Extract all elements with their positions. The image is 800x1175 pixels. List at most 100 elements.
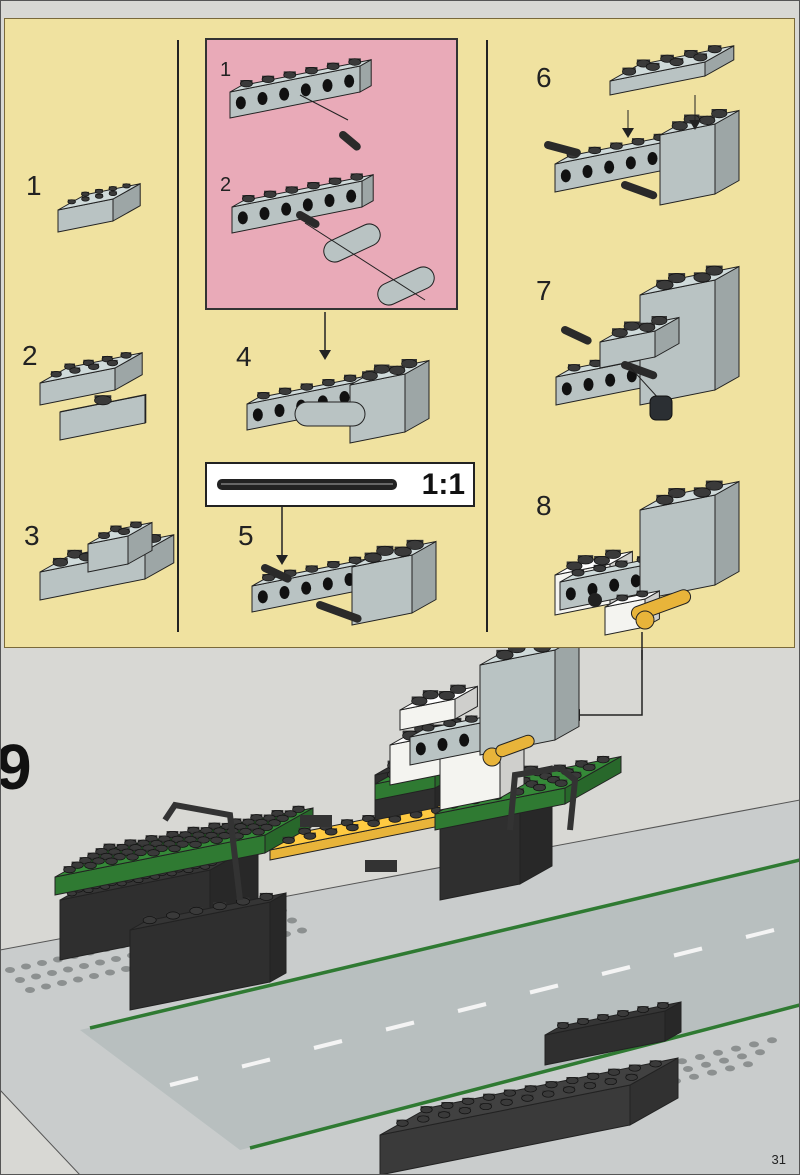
yellow-axle-connector (495, 734, 535, 758)
brick-hole (459, 733, 470, 747)
step-number: 3 (24, 520, 40, 551)
brick-hole (605, 373, 616, 387)
brick-hole (630, 574, 641, 588)
stud (557, 1022, 569, 1029)
stud (617, 1010, 629, 1017)
stud (628, 1064, 641, 1072)
stud (566, 1076, 579, 1085)
stud (625, 1073, 638, 1081)
road-dash (457, 1002, 487, 1013)
stud (122, 183, 131, 189)
stud (411, 696, 428, 706)
stud (609, 142, 623, 150)
brick-hole (324, 194, 335, 207)
brick-hole (437, 738, 448, 751)
stud (350, 173, 364, 181)
stud (108, 186, 117, 192)
step-number: 9 (0, 731, 32, 803)
stud (577, 1018, 589, 1025)
stud (242, 194, 255, 203)
stud (282, 836, 295, 844)
brick-front (639, 494, 716, 601)
step-number: 6 (536, 62, 552, 93)
step-number: 1 (26, 170, 42, 201)
brick-side (269, 892, 287, 983)
baseplate-stud (725, 1065, 735, 1072)
stud (348, 556, 362, 565)
stud (240, 79, 253, 88)
brick-hole (274, 404, 285, 417)
arrow-head (689, 120, 701, 130)
brick-hole (344, 74, 355, 88)
arrow-line (580, 650, 643, 716)
stud (88, 363, 100, 371)
stud (438, 691, 455, 701)
baseplate-stud (713, 1049, 723, 1056)
stud (189, 906, 204, 915)
arrow-head (622, 128, 634, 138)
road-dash (313, 1039, 343, 1050)
stud (305, 66, 318, 75)
stud (479, 1102, 492, 1111)
brick-hole (237, 211, 248, 225)
brick-hole (625, 156, 636, 170)
stud (300, 383, 314, 391)
baseplate-stud (89, 973, 99, 979)
liftarm (294, 401, 366, 427)
stud (655, 494, 674, 505)
stud (707, 45, 722, 54)
pin (561, 326, 592, 345)
stud (396, 1119, 409, 1127)
stud (394, 546, 412, 557)
stud (278, 387, 292, 396)
baseplate-stud (5, 967, 15, 973)
brick-hole (301, 581, 312, 595)
baseplate-stud (701, 1061, 711, 1068)
railing (162, 801, 243, 901)
stud (94, 188, 104, 194)
stud (328, 177, 342, 186)
stud (693, 487, 711, 498)
stud (711, 109, 728, 119)
stud (441, 1101, 454, 1110)
stud (305, 565, 319, 573)
arrow-head (276, 555, 288, 565)
pin (261, 564, 292, 583)
brick-hole (235, 96, 246, 110)
arrow-line (629, 366, 661, 401)
stud (582, 763, 596, 772)
stud (464, 715, 478, 723)
stud (604, 1077, 617, 1086)
tile (300, 815, 332, 827)
stud (84, 861, 97, 870)
baseplate-stud (95, 959, 105, 966)
stud (118, 528, 130, 536)
stud (120, 352, 132, 359)
stud (108, 191, 118, 197)
stud (699, 115, 716, 125)
stud (212, 902, 227, 911)
stud (649, 1060, 662, 1068)
stud (307, 181, 320, 190)
stud (503, 1089, 516, 1097)
stud (597, 1014, 609, 1021)
stud (259, 892, 274, 901)
road (80, 860, 800, 1150)
arrow-line (304, 222, 426, 301)
stud (263, 190, 277, 199)
baseplate-stud (73, 976, 83, 983)
stud (571, 569, 585, 577)
substep-number: 1 (220, 59, 232, 81)
stud (593, 564, 607, 573)
pin (316, 601, 362, 623)
column-divider (486, 40, 488, 632)
stud (67, 199, 76, 205)
stud (367, 819, 380, 827)
stud (94, 395, 112, 406)
stud (417, 1115, 430, 1123)
road-dash (673, 946, 703, 958)
stud (147, 849, 160, 857)
baseplate-stud (707, 1069, 717, 1076)
stud (567, 364, 581, 372)
brick-hole (582, 165, 593, 178)
